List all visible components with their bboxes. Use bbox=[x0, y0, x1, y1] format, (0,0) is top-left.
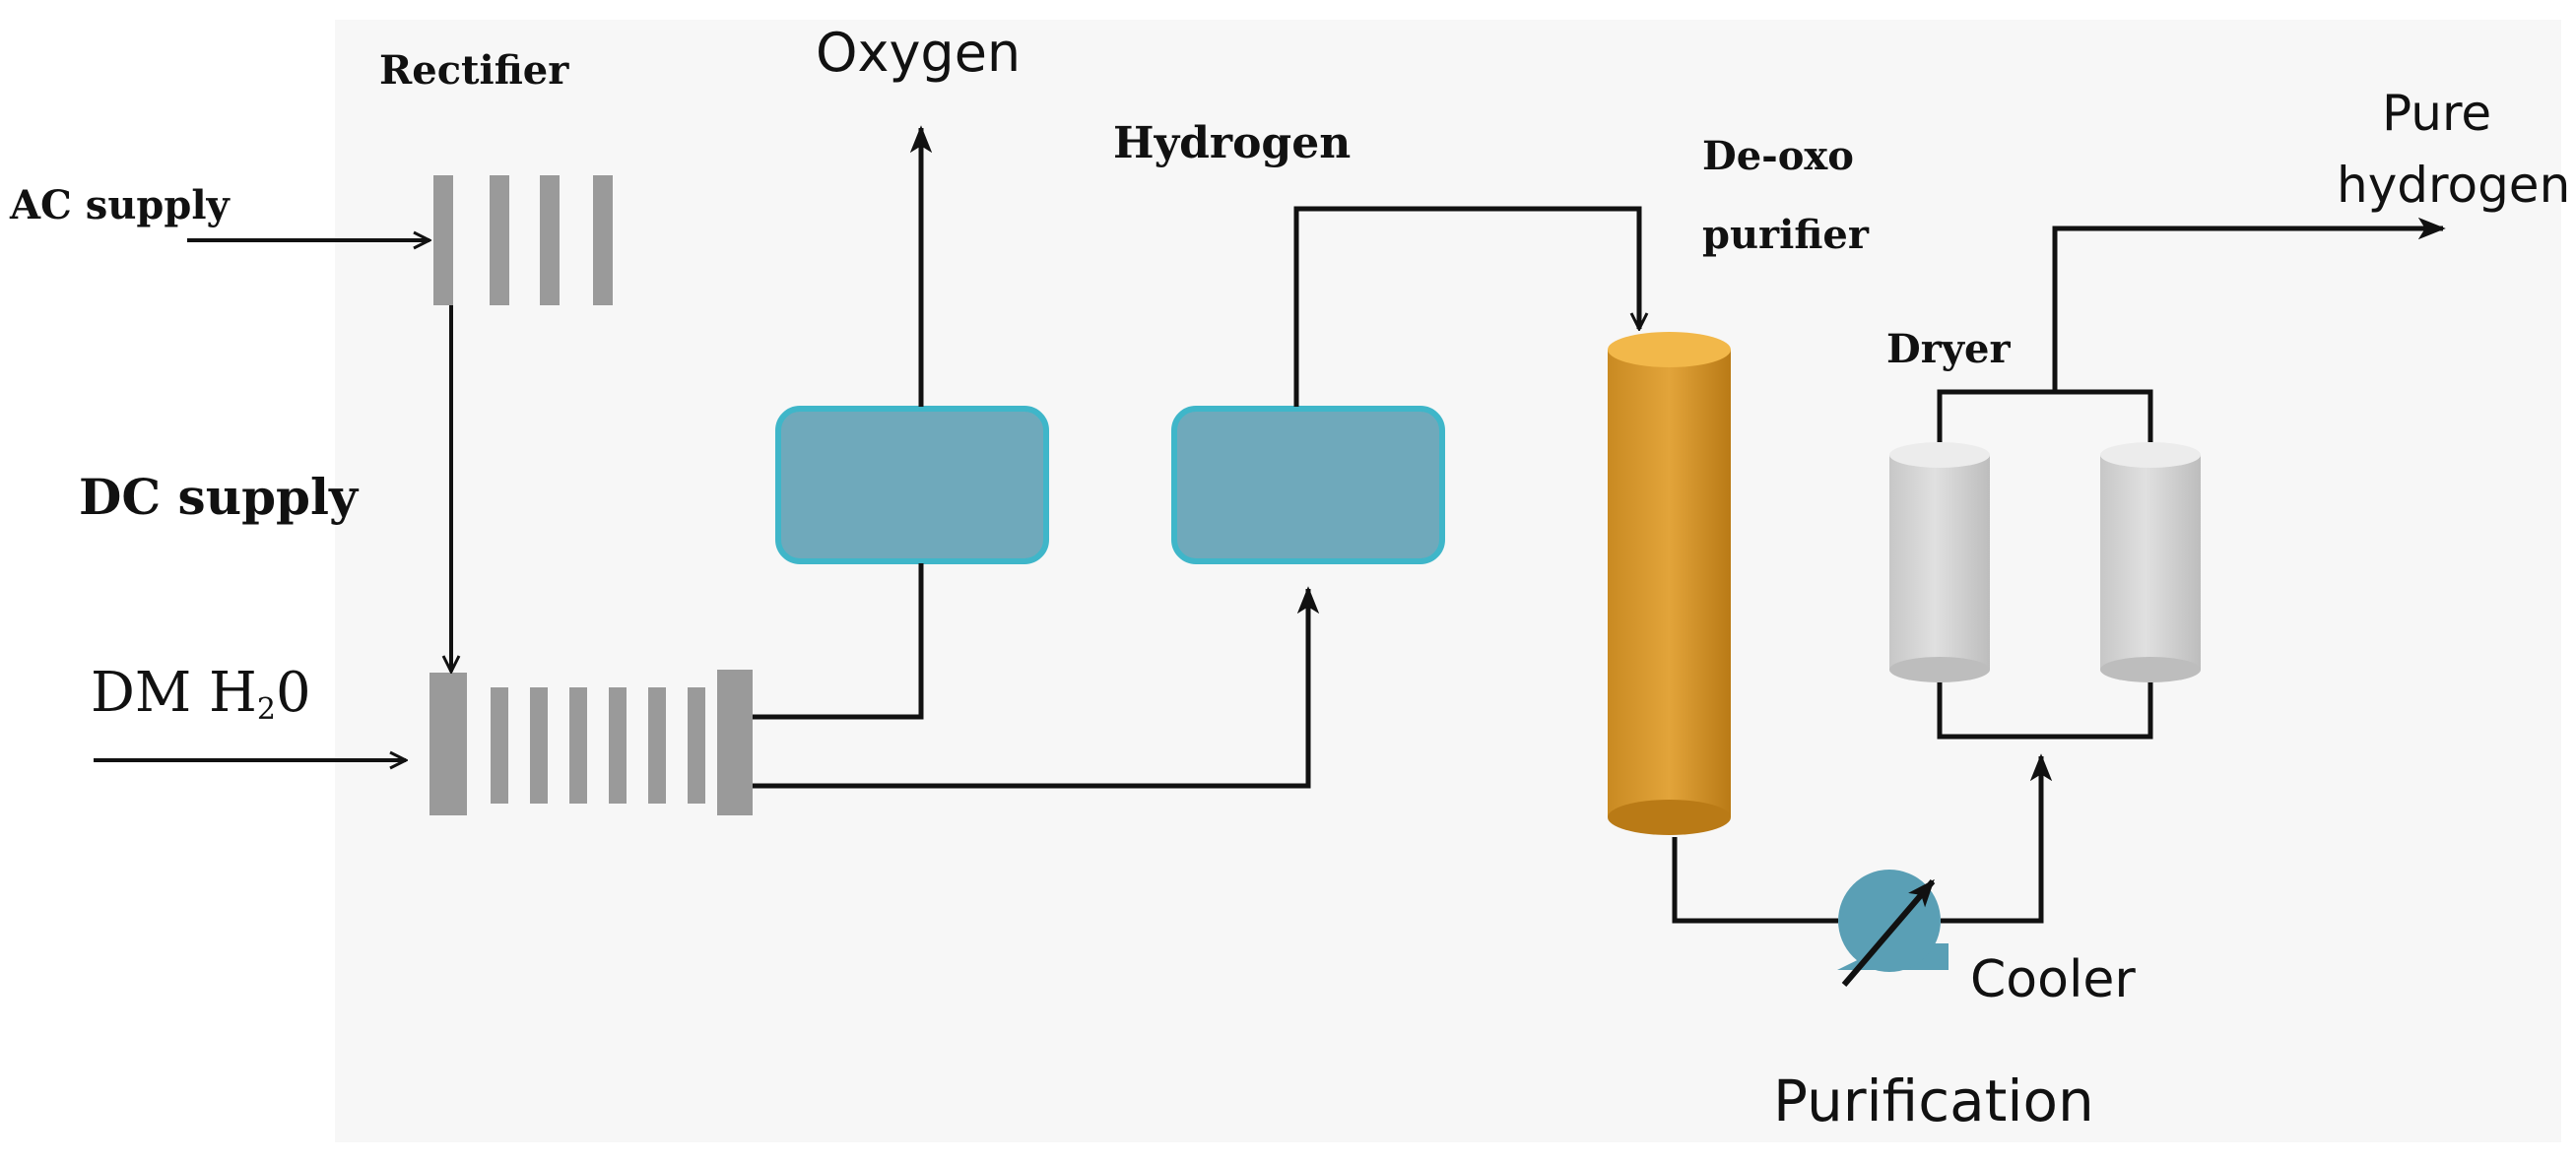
dryer-vessel-right bbox=[2100, 442, 2201, 682]
deoxo-to-cooler-line bbox=[1672, 837, 1838, 924]
cooler-label: Cooler bbox=[1970, 950, 2136, 1009]
hydrogen-label: Hydrogen bbox=[1113, 118, 1351, 168]
ac-supply-label: AC supply bbox=[9, 182, 231, 228]
deoxo-column-bottom bbox=[1608, 800, 1731, 835]
stack-cell-plate bbox=[569, 687, 587, 804]
stack-to-oxygen-separator-line bbox=[753, 563, 924, 720]
dryer-vessel-left bbox=[1889, 442, 1990, 682]
dryer-top-manifold bbox=[1937, 389, 2153, 442]
deoxo-label-line2: purifier bbox=[1702, 212, 1870, 258]
dm-water-tail: 0 bbox=[276, 661, 311, 725]
deoxo-purifier-column bbox=[1608, 332, 1731, 835]
deoxo-label-line1: De-oxo bbox=[1702, 133, 1854, 179]
rectifier-plate bbox=[540, 175, 560, 305]
rectifier-plate bbox=[433, 175, 453, 305]
hydrogen-separator bbox=[1171, 406, 1445, 564]
stack-cell-plate bbox=[609, 687, 627, 804]
stack-cell-plate bbox=[688, 687, 705, 804]
dryer-vessel-body bbox=[1889, 455, 1990, 670]
dm-water-label: DM H20 bbox=[91, 661, 311, 727]
dm-water-sub: 2 bbox=[257, 692, 276, 727]
dryer-bottom-manifold bbox=[1937, 682, 2153, 740]
stack-cell-plate bbox=[648, 687, 666, 804]
background-panel bbox=[335, 20, 2561, 1142]
dryer-label: Dryer bbox=[1886, 326, 2011, 372]
dryer-vessel-bottom bbox=[2100, 657, 2201, 682]
electrolyser-stack bbox=[429, 670, 753, 815]
pure-hydrogen-label-line2: hydrogen bbox=[2337, 157, 2570, 214]
deoxo-column-body bbox=[1608, 350, 1731, 817]
stack-to-hydrogen-separator-line bbox=[753, 586, 1320, 789]
purification-label: Purification bbox=[1773, 1067, 2094, 1134]
hydrogen-to-deoxo-line bbox=[1293, 206, 1639, 407]
rectifier-plates bbox=[433, 175, 613, 305]
stack-end-plate-left bbox=[429, 673, 467, 815]
oxygen-label: Oxygen bbox=[816, 22, 1021, 84]
deoxo-column-top bbox=[1608, 332, 1731, 367]
pure-hydrogen-label-line1: Pure bbox=[2382, 85, 2491, 142]
pure-hydrogen-outlet-arrow bbox=[2052, 217, 2446, 392]
cooler-to-dryer-line bbox=[1941, 753, 2053, 924]
stack-end-plate-right bbox=[717, 670, 753, 815]
rectifier-plate bbox=[490, 175, 509, 305]
rectifier-plate bbox=[593, 175, 613, 305]
stack-cell-plate bbox=[491, 687, 508, 804]
dryer-vessel-top bbox=[2100, 442, 2201, 468]
dc-supply-label: DC supply bbox=[79, 468, 360, 526]
stack-cell-plate bbox=[530, 687, 548, 804]
rectifier-label: Rectifier bbox=[379, 47, 569, 94]
dm-water-main: DM H bbox=[91, 661, 257, 725]
dryer-vessel-top bbox=[1889, 442, 1990, 468]
dryer-vessel-bottom bbox=[1889, 657, 1990, 682]
cooler-icon bbox=[1837, 870, 1949, 987]
dryer-vessel-body bbox=[2100, 455, 2201, 670]
oxygen-separator bbox=[775, 406, 1049, 564]
